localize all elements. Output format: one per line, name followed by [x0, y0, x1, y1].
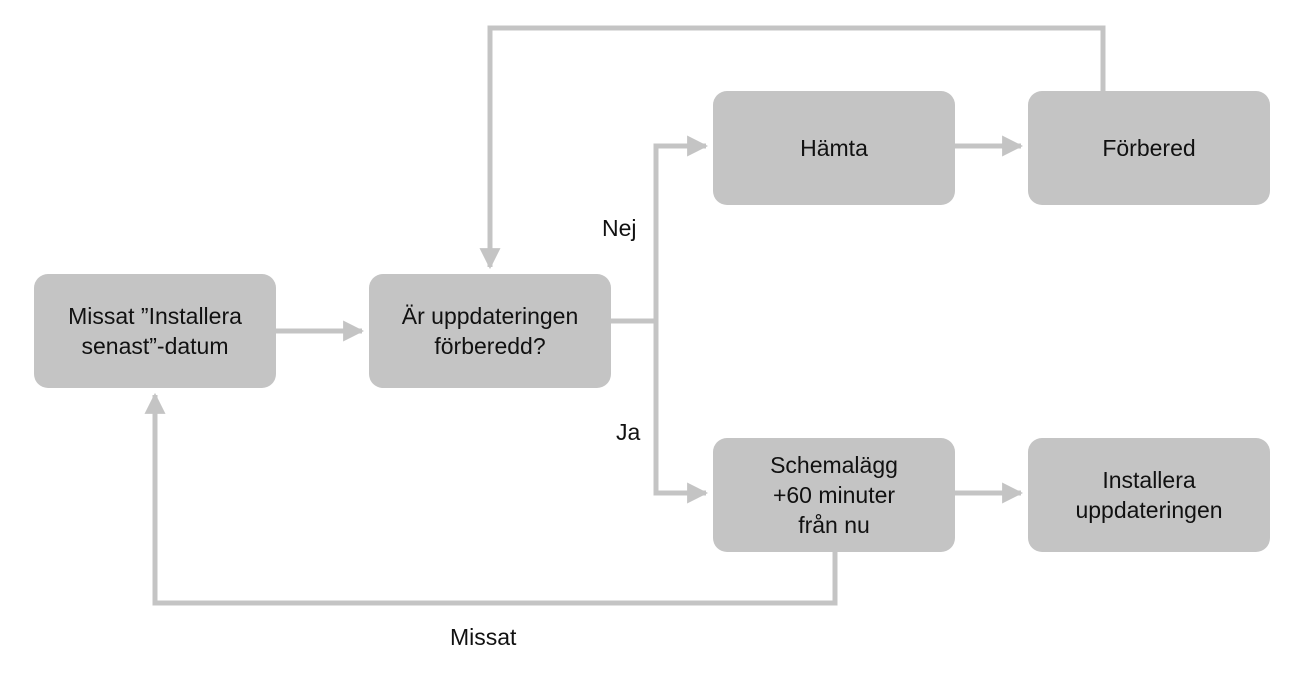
edge-prepare-loop-back: [479, 25, 1106, 270]
edge-label-yes: Ja: [616, 419, 641, 445]
node-prepare: Förbered: [1028, 91, 1270, 205]
node-missed-deadline: Missat ”Installera senast”-datum: [34, 274, 276, 388]
edge-label-no: Nej: [602, 215, 637, 241]
node-is-update-prepared: Är uppdateringen förberedd?: [369, 274, 611, 388]
node-download: Hämta: [713, 91, 955, 205]
edge-label-missed: Missat: [450, 624, 517, 650]
node-schedule-60-minutes: Schemalägg +60 minuter från nu: [713, 438, 955, 552]
edge-no-to-download: [653, 135, 709, 321]
edge-schedule-missed-loop: [144, 392, 838, 606]
edge-yes-to-schedule: [653, 321, 709, 504]
node-install-update: Installera uppdateringen: [1028, 438, 1270, 552]
